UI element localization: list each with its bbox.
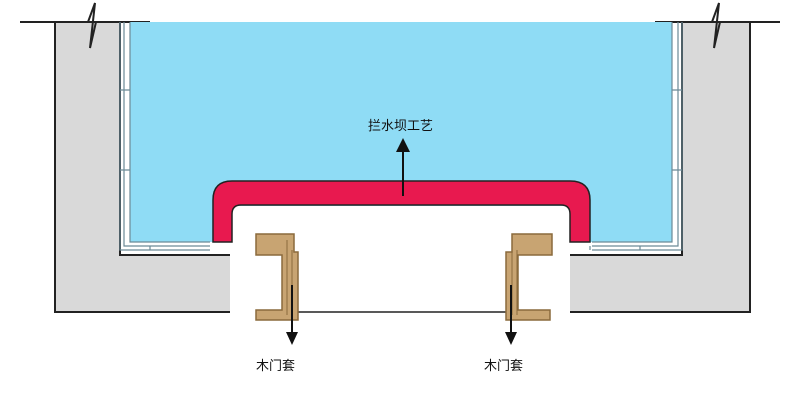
label-door-frame-left: 木门套 <box>256 358 295 374</box>
door-opening <box>230 206 570 314</box>
arrow-door-frame-left <box>286 285 298 345</box>
arrow-dam <box>396 138 410 196</box>
tile-trim-right <box>592 22 683 251</box>
label-door-frame-right: 木门套 <box>484 358 523 374</box>
water-dam <box>212 180 591 243</box>
break-line-right <box>655 2 780 49</box>
tile-joints <box>120 89 682 250</box>
door-frame-right <box>505 233 553 321</box>
break-line-left <box>20 2 150 49</box>
label-dam: 拦水坝工艺 <box>368 119 433 134</box>
arrow-door-frame-right <box>505 285 517 345</box>
tile-trim-left <box>119 22 210 251</box>
